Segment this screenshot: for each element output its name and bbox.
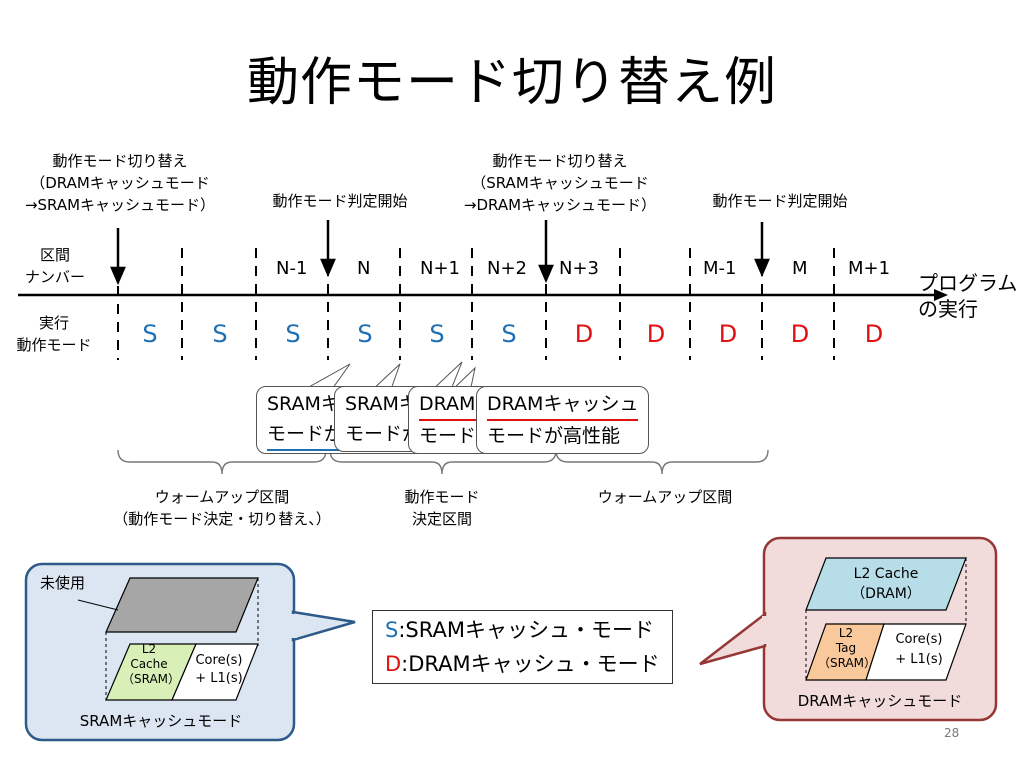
dram-l2-line2: （DRAM） (851, 586, 921, 602)
switch-annotation-2: 動作モード切り替え （SRAMキャッシュモード →DRAMキャッシュモード） (450, 150, 670, 216)
switch2-line2: （SRAMキャッシュモード (471, 174, 649, 192)
decision-line1: 動作モード (404, 488, 480, 506)
mode-letter: S (429, 320, 445, 348)
mode-letter: S (212, 320, 228, 348)
switch2-line3: →DRAMキャッシュモード） (463, 196, 657, 214)
sram-l2-cache-label: L2 Cache （SRAM） (122, 642, 181, 687)
sram-core-line1: Core(s) (195, 653, 243, 668)
dram-core-label: Core(s) + L1(s) (884, 630, 954, 670)
interval-number: N+1 (420, 258, 460, 279)
switch1-line1: 動作モード切り替え (52, 152, 188, 170)
dram-tag-line2: Tag (835, 641, 857, 655)
braces (117, 449, 769, 475)
sram-core-line2: + L1(s) (195, 671, 243, 686)
page-number: 28 (944, 726, 960, 740)
interval-number: N-1 (276, 258, 308, 279)
timeline-arrowhead (934, 289, 948, 301)
dram-l2-tag-label: L2 Tag （SRAM） (818, 626, 877, 671)
legend-s-text: :SRAMキャッシュ・モード (398, 618, 654, 642)
sram-l2-line2: Cache (130, 657, 168, 671)
mode-letter: D (864, 320, 884, 348)
sram-core-label: Core(s) + L1(s) (186, 652, 252, 688)
dram-tag-line1: L2 (838, 626, 854, 640)
legend-d-row: D:DRAMキャッシュ・モード (385, 647, 660, 681)
sram-panel-pointer (291, 610, 356, 642)
sram-l2-line3: （SRAM） (122, 672, 181, 686)
legend-d-key: D (385, 652, 402, 676)
legend-d-text: :DRAMキャッシュ・モード (401, 652, 660, 676)
interval-label-line2: ナンバー (24, 268, 85, 286)
dram-core-line2: + L1(s) (895, 652, 943, 667)
dram-tag-line3: （SRAM） (818, 656, 877, 670)
switch2-line1: 動作モード切り替え (492, 152, 628, 170)
dram-l2-cache-label: L2 Cache （DRAM） (826, 564, 946, 604)
mode-letter: D (790, 320, 810, 348)
mode-letter: S (285, 320, 301, 348)
interval-label-line1: 区間 (39, 246, 70, 264)
interval-number: M (792, 258, 808, 279)
exec-label-line2: 動作モード (16, 336, 92, 354)
interval-number: N+2 (487, 258, 527, 279)
program-exec-line1: プログラム (918, 271, 1018, 295)
warmup-label-1: ウォームアップ区間 （動作モード決定・切り替え、） (72, 486, 372, 530)
legend-box: S:SRAMキャッシュ・モード D:DRAMキャッシュ・モード (372, 610, 673, 684)
unused-label: 未使用 (40, 574, 86, 592)
judge-annotation-2: 動作モード判定開始 (712, 192, 848, 210)
switch1-line2: （DRAMキャッシュモード (30, 174, 210, 192)
dram-l2-line1: L2 Cache (853, 566, 919, 582)
decision-line2: 決定区間 (411, 510, 472, 528)
event-arrows (110, 220, 770, 286)
dram-panel-pointer (699, 611, 767, 666)
sram-panel-caption: SRAMキャッシュモード (79, 712, 243, 730)
dram-core-line1: Core(s) (895, 632, 943, 647)
sram-l2-line1: L2 (141, 642, 157, 656)
bubble4-line2: モードが高性能 (487, 425, 621, 447)
interval-number: M+1 (848, 258, 891, 279)
warmup1-line1: ウォームアップ区間 (154, 488, 290, 506)
exec-label-line1: 実行 (38, 314, 69, 332)
warmup1-line2: （動作モード決定・切り替え、） (113, 510, 331, 528)
slide-title: 動作モード切り替え例 (246, 53, 777, 113)
mode-letter: D (718, 320, 738, 348)
legend-s-row: S:SRAMキャッシュ・モード (385, 613, 660, 647)
bubble4-line1: DRAMキャッシュ (487, 389, 639, 421)
mode-letter: S (501, 320, 517, 348)
interval-number: N (357, 258, 371, 279)
dram-panel-caption: DRAMキャッシュモード (797, 692, 963, 710)
program-exec-label: プログラム の実行 (918, 270, 1017, 322)
mode-letter: D (646, 320, 666, 348)
program-exec-line2: の実行 (918, 297, 978, 321)
interval-row-label: 区間 ナンバー (20, 244, 90, 288)
interval-number: M-1 (703, 258, 737, 279)
switch1-line3: →SRAMキャッシュモード） (24, 196, 216, 214)
judge-annotation-1: 動作モード判定開始 (272, 192, 408, 210)
warmup-label-2: ウォームアップ区間 (597, 488, 733, 506)
switch-annotation-1: 動作モード切り替え （DRAMキャッシュモード →SRAMキャッシュモード） (10, 150, 230, 216)
mode-letter: S (357, 320, 373, 348)
mode-letter: S (142, 320, 158, 348)
performance-bubble-4: DRAMキャッシュ モードが高性能 (476, 386, 650, 454)
exec-row-label: 実行 動作モード (14, 312, 94, 356)
decision-label: 動作モード 決定区間 (372, 486, 512, 530)
interval-number: N+3 (559, 258, 599, 279)
legend-s-key: S (385, 618, 399, 642)
mode-letter: D (574, 320, 594, 348)
